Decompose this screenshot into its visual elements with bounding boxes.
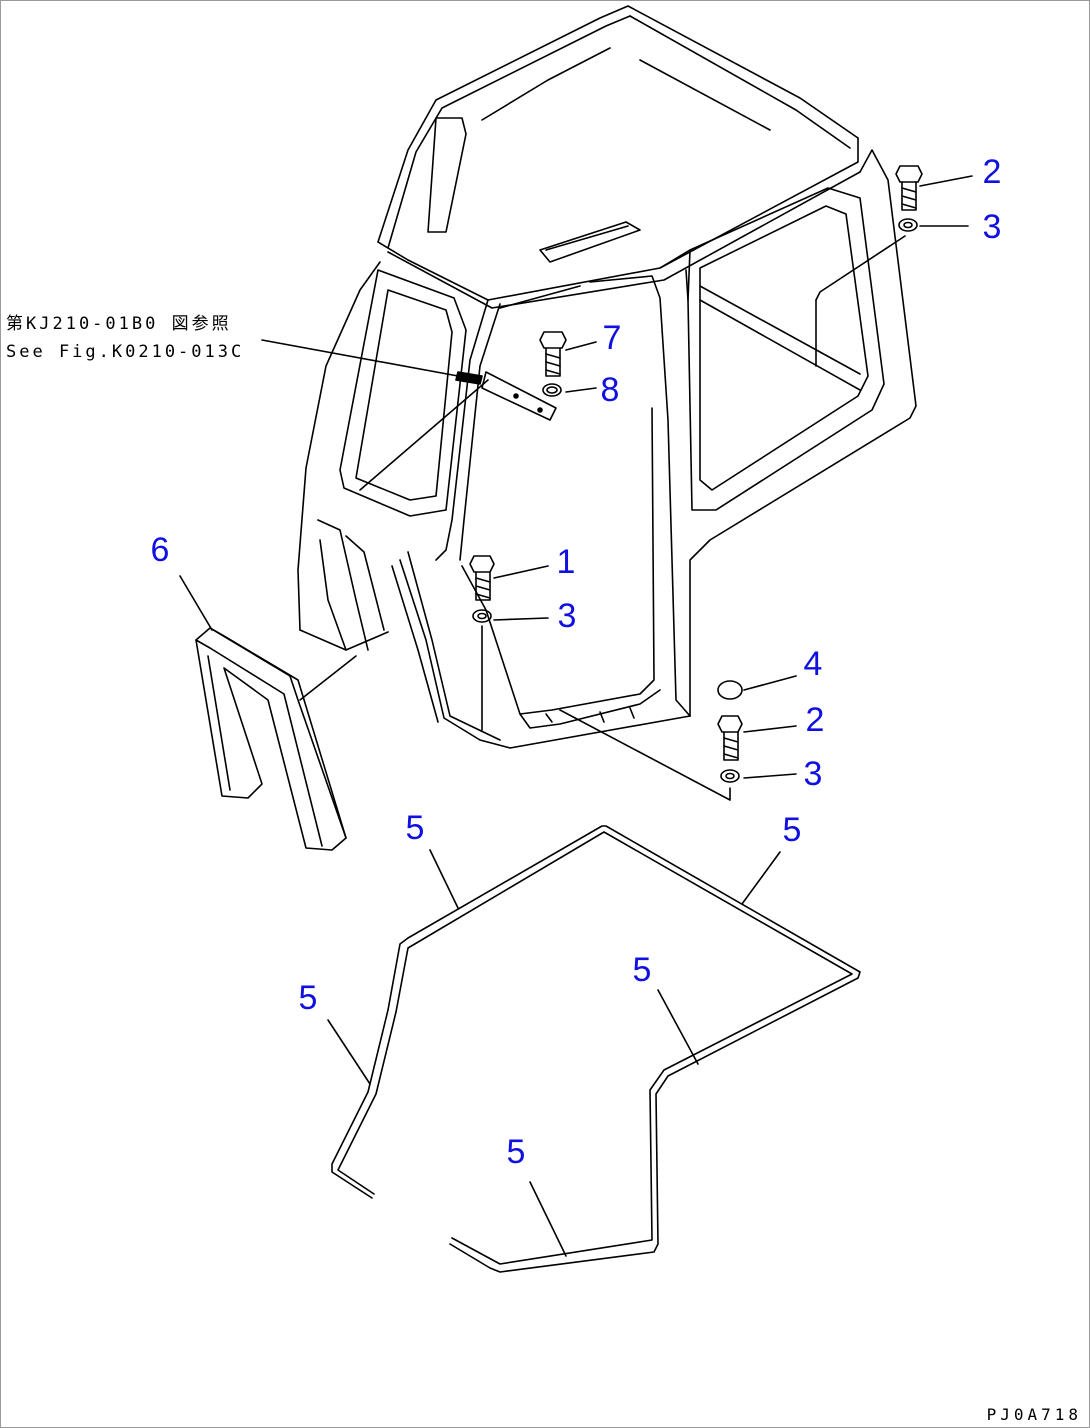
callout-5-bottom: 5 bbox=[506, 1133, 526, 1171]
reference-note-english: See Fig.K0210-013C bbox=[6, 342, 245, 362]
callout-8: 8 bbox=[600, 371, 620, 409]
callout-3-lower: 3 bbox=[803, 755, 823, 793]
washer-3-lower-icon bbox=[720, 769, 740, 783]
bolt-7-icon bbox=[539, 331, 567, 377]
callout-5-upper-right: 5 bbox=[782, 811, 802, 849]
callout-2-top: 2 bbox=[982, 153, 1002, 191]
bolt-1-icon bbox=[469, 555, 495, 601]
callout-3-middle: 3 bbox=[557, 597, 577, 635]
callout-7: 7 bbox=[602, 319, 622, 357]
cab-body bbox=[297, 5, 917, 749]
callout-3-top: 3 bbox=[982, 208, 1002, 246]
callout-6: 6 bbox=[150, 531, 170, 569]
bolt-2-lower-icon bbox=[717, 715, 743, 761]
cap-4-icon bbox=[717, 680, 743, 700]
callout-1: 1 bbox=[556, 543, 576, 581]
assembly-lines bbox=[261, 235, 906, 801]
callout-5-upper-left: 5 bbox=[405, 809, 425, 847]
part-5-seals bbox=[331, 825, 861, 1273]
washer-3-top-icon bbox=[898, 218, 918, 232]
washer-8-icon bbox=[542, 383, 562, 397]
callout-5-left: 5 bbox=[298, 979, 318, 1017]
part-6-guard bbox=[195, 627, 347, 851]
drawing-code: PJ0A718 bbox=[986, 1405, 1082, 1424]
callout-5-middle-right: 5 bbox=[632, 951, 652, 989]
callout-4: 4 bbox=[803, 645, 823, 683]
callout-leaders bbox=[179, 175, 973, 1257]
bolt-2-top-icon bbox=[895, 165, 923, 211]
callout-2-lower: 2 bbox=[805, 701, 825, 739]
reference-note-japanese: 第KJ210-01B0 図参照 bbox=[6, 314, 232, 334]
washer-3-middle-icon bbox=[472, 609, 492, 623]
